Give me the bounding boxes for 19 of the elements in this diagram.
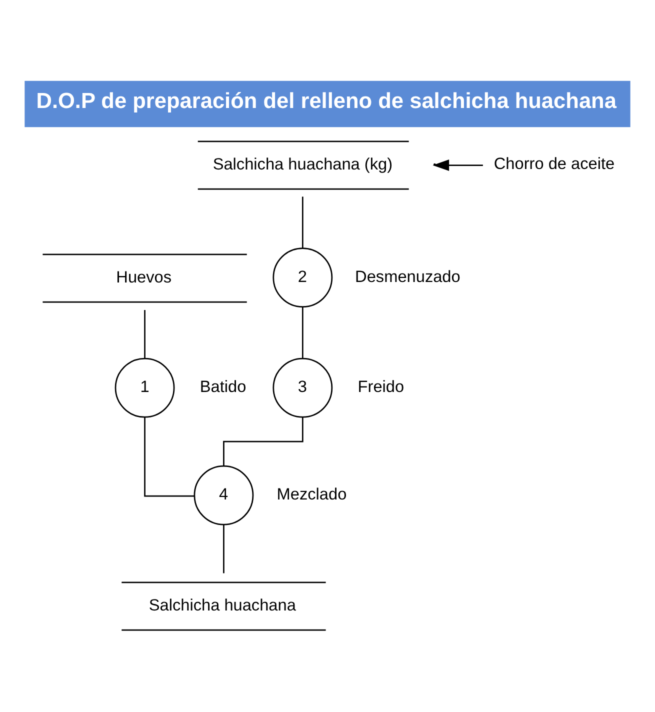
connector bbox=[223, 524, 224, 573]
node-label: Freido bbox=[358, 378, 404, 396]
connector bbox=[144, 310, 146, 358]
connector bbox=[144, 416, 194, 496]
node-circle: 4 bbox=[194, 464, 254, 525]
node-label: Batido bbox=[200, 378, 246, 396]
connector bbox=[302, 306, 304, 358]
node-text: Huevos bbox=[116, 268, 172, 286]
node-circle: 1 bbox=[114, 357, 175, 418]
connector bbox=[223, 416, 304, 466]
diagram-title: D.O.P de preparación del relleno de salchicha huachana bbox=[36, 87, 616, 112]
node-circle: 2 bbox=[272, 247, 333, 307]
node-text: Salchicha huachana bbox=[148, 596, 296, 614]
node-circle: 3 bbox=[272, 357, 333, 418]
connector bbox=[302, 196, 304, 248]
node-text: Salchicha huachana (kg) bbox=[212, 154, 393, 173]
node-text: Chorro de aceite bbox=[494, 154, 615, 172]
node-label: Mezclado bbox=[276, 485, 347, 504]
node-label: Desmenuzado bbox=[355, 267, 460, 286]
